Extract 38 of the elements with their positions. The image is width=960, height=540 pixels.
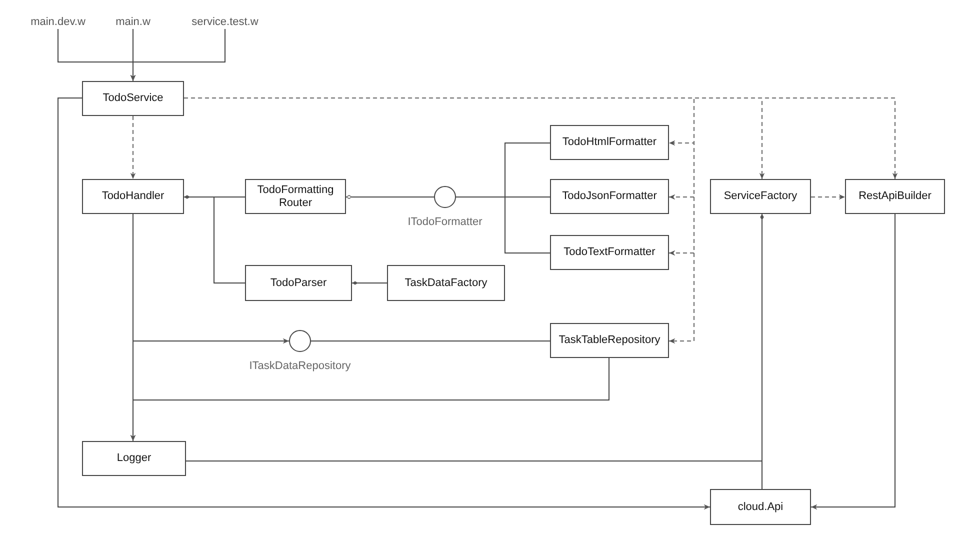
component-name: TodoJsonFormatter — [562, 190, 657, 203]
component-name: TodoHandler — [102, 190, 164, 203]
component-name: TaskTableRepository — [558, 334, 660, 347]
component-box — [710, 489, 811, 525]
component-name: TaskDataFactory — [404, 276, 488, 290]
connector-line — [456, 196, 550, 254]
file-name: main.w — [113, 15, 153, 29]
interface-circle — [289, 330, 311, 352]
file-name: main.dev.w — [18, 15, 98, 29]
component-box — [550, 235, 669, 270]
connector-line — [310, 340, 550, 342]
component-name: TodoTextFormatter — [564, 246, 656, 259]
interface-label: ITaskDataRepository — [249, 360, 351, 372]
component-box — [710, 179, 811, 214]
interface-circle — [434, 186, 456, 208]
component-name: ServiceFactory — [724, 190, 798, 203]
component-name: Logger — [116, 452, 152, 465]
component-name: cloud.Api — [738, 500, 784, 514]
component-name: TodoService — [102, 92, 164, 105]
component-box — [845, 179, 945, 214]
component-box — [387, 265, 505, 301]
component-name: RestApiBuilder — [858, 190, 932, 203]
connector-arrow — [130, 28, 226, 82]
component-box — [550, 179, 669, 214]
component-box — [82, 81, 184, 116]
component-box — [82, 179, 184, 214]
file-name: service.test.w — [190, 15, 260, 29]
component-name: TodoFormatting Router — [256, 184, 335, 210]
component-name: TodoParser — [270, 276, 327, 290]
component-box — [245, 179, 346, 214]
interface-label: ITodoFormatter — [408, 216, 482, 228]
component-box — [82, 441, 186, 476]
connector-arrow — [130, 358, 610, 442]
connector-arrow — [810, 214, 896, 510]
component-box — [550, 323, 669, 358]
dashed-arrow — [810, 194, 846, 200]
dashed-arrow — [130, 116, 136, 180]
component-box — [245, 265, 352, 301]
